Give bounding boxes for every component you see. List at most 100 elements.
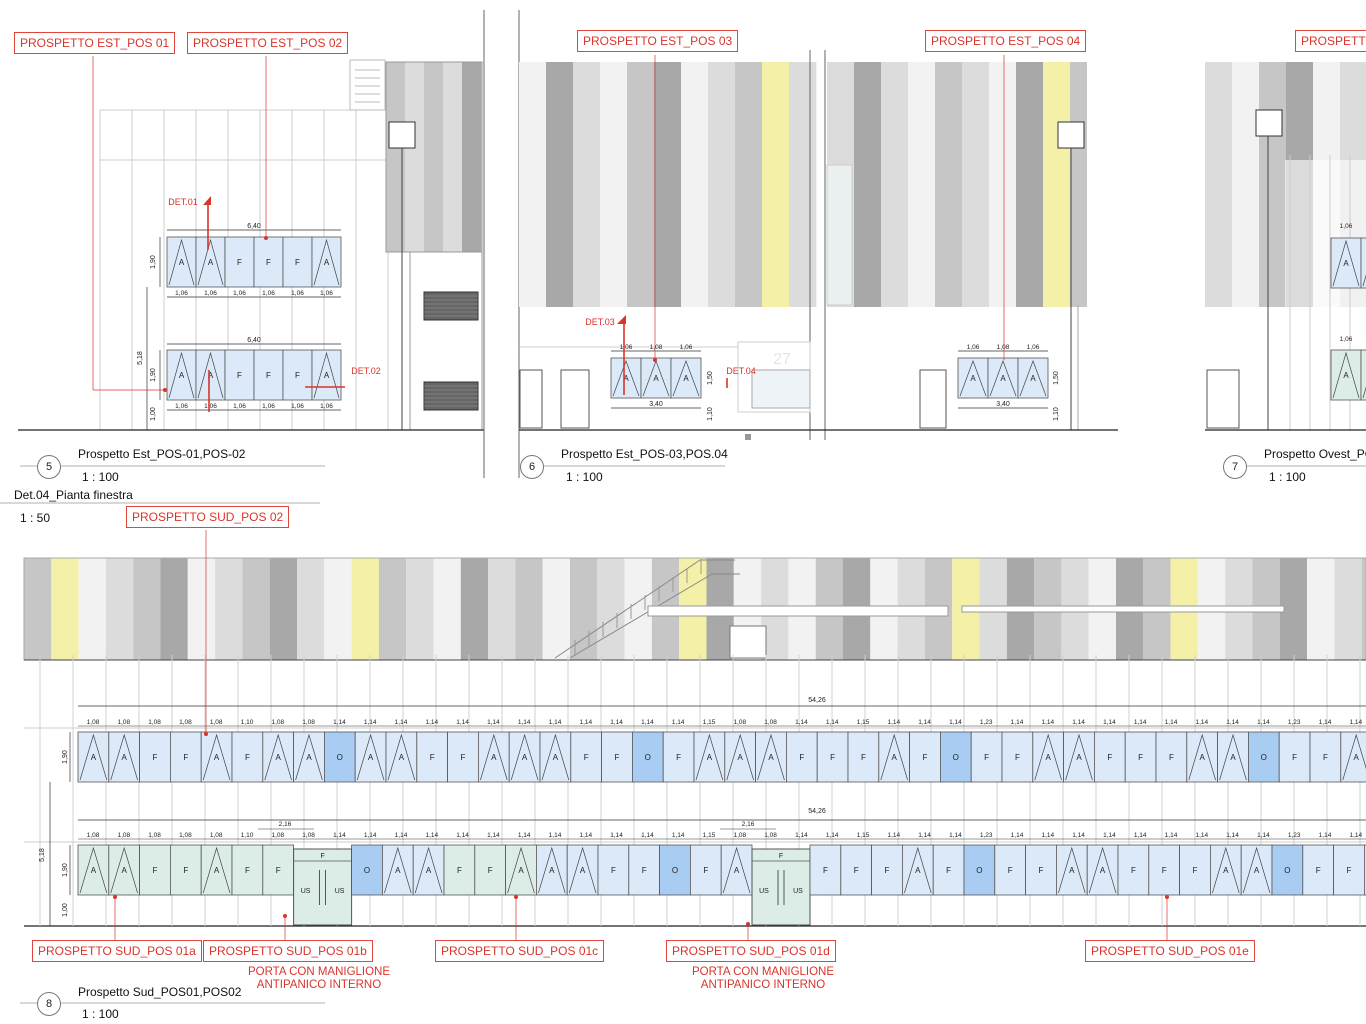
drawing-number-8: 8 [37, 992, 61, 1016]
clad-8-panel [215, 558, 243, 660]
dim-label: 1,08 [271, 832, 284, 839]
clad-6a-panel [600, 62, 627, 307]
dim-label: 1,14 [641, 832, 654, 839]
window-code: F [295, 258, 300, 267]
dim-label: 1,08 [117, 719, 130, 726]
opening-mark [202, 846, 231, 894]
tag-sud-pos-02: PROSPETTO SUD_POS 02 [126, 506, 290, 528]
dim-label: 1,14 [826, 719, 839, 726]
panic-door [293, 848, 353, 926]
window-panel-5-bottom [166, 349, 197, 401]
window-code: A [1030, 374, 1036, 383]
window-panel-sud-bottom [1302, 844, 1335, 896]
tag-sud-pos-01c: PROSPETTO SUD_POS 01c [435, 940, 605, 962]
leader-dot [264, 236, 268, 240]
window-panel-5-bottom [224, 349, 255, 401]
window-panel-sud-top [323, 731, 356, 783]
drawing-number-6: 6 [520, 455, 544, 479]
window-code: A [1046, 753, 1052, 762]
window-code: A [683, 374, 689, 383]
window-code: A [1254, 866, 1260, 875]
dim-label: 1,14 [425, 719, 438, 726]
opening-mark [313, 351, 340, 399]
dim-label: 1,14 [333, 719, 346, 726]
window-code: F [237, 371, 242, 380]
dim-label: 1,14 [1134, 832, 1147, 839]
window-code: F [1169, 753, 1174, 762]
window-panel-sud-bottom [1148, 844, 1181, 896]
dim-label: 1,14 [918, 719, 931, 726]
dim-label: 1,14 [1011, 832, 1024, 839]
opening-mark [313, 238, 340, 286]
opening-mark [1332, 351, 1360, 399]
window-panel-sud-top [878, 731, 910, 783]
dim-label: 6,40 [247, 337, 261, 344]
dim-label: 1,14 [487, 719, 500, 726]
marker [745, 434, 751, 440]
window-code: F [461, 753, 466, 762]
door-label-top: F [779, 853, 783, 860]
window-code: F [1138, 753, 1143, 762]
window-panel-sud-top [231, 731, 264, 783]
opening-mark [1242, 846, 1271, 894]
window-panel-6-pos04 [987, 357, 1019, 399]
window-panel-sud-top [354, 731, 387, 783]
window-code: F [611, 866, 616, 875]
window-panel-7-bottom [1360, 349, 1366, 401]
vent-box [388, 121, 416, 149]
tag-ovest: PROSPETTO [1295, 30, 1366, 52]
opening-mark [197, 351, 224, 399]
dim-label: 1,00 [150, 407, 157, 421]
opening-mark [538, 846, 566, 894]
window-code: F [183, 753, 188, 762]
dim-label: 1,14 [610, 832, 623, 839]
opening-mark [1019, 359, 1047, 397]
window-code: F [1347, 866, 1352, 875]
clad-8-panel [351, 558, 379, 660]
window-panel-sud-top [416, 731, 448, 783]
window-code: A [395, 866, 401, 875]
tag-est-pos-04: PROSPETTO EST_POS 04 [925, 30, 1087, 52]
window-panel-sud-top [1001, 731, 1034, 783]
opening-mark [510, 733, 539, 781]
window-code: F [1107, 753, 1112, 762]
dim-label: 1,14 [1257, 832, 1270, 839]
window-panel-sud-bottom [1333, 844, 1365, 896]
window-panel-sud-top [970, 731, 1003, 783]
dim-label: 1,14 [887, 832, 900, 839]
window-panel-sud-bottom [1086, 844, 1119, 896]
dim-label: 1,08 [117, 832, 130, 839]
door-7 [1206, 369, 1240, 429]
clad-8-panel [597, 558, 625, 660]
leader-dot [113, 895, 117, 899]
window-panel-sud-bottom [1117, 844, 1150, 896]
dim-label: 1,23 [980, 832, 993, 839]
clad-5-panel [405, 62, 424, 252]
window-code: O [672, 866, 678, 875]
dim-label: 1,14 [918, 832, 931, 839]
note-panic-door-d: PORTA CON MANIGLIONE ANTIPANICO INTERNO [691, 966, 835, 991]
window-code: A [915, 866, 921, 875]
window-panel-sud-top [385, 731, 418, 783]
dim-label: 5,18 [137, 351, 144, 365]
window-panel-sud-bottom [1240, 844, 1273, 896]
dim-label: 1,23 [980, 719, 993, 726]
clad-8-panel [160, 558, 188, 660]
window-code: F [237, 258, 242, 267]
window-code: F [1015, 753, 1020, 762]
window-panel-sud-bottom [932, 844, 965, 896]
dim-label: 54,26 [808, 697, 826, 704]
detail-label-04: DET.04 [726, 366, 756, 376]
door-6c [919, 369, 947, 429]
window-code: F [799, 753, 804, 762]
window-code: A [179, 258, 185, 267]
dim-label: 1,06 [204, 403, 217, 410]
clad-6a-panel [708, 62, 735, 307]
vent-box [1057, 121, 1085, 149]
dim-label: 1,06 [320, 290, 333, 297]
window-panel-sud-bottom [659, 844, 691, 896]
window-code: F [153, 753, 158, 762]
window-code: A [892, 753, 898, 762]
clad-6a-panel [789, 62, 816, 307]
window-panel-sud-top [632, 731, 664, 783]
